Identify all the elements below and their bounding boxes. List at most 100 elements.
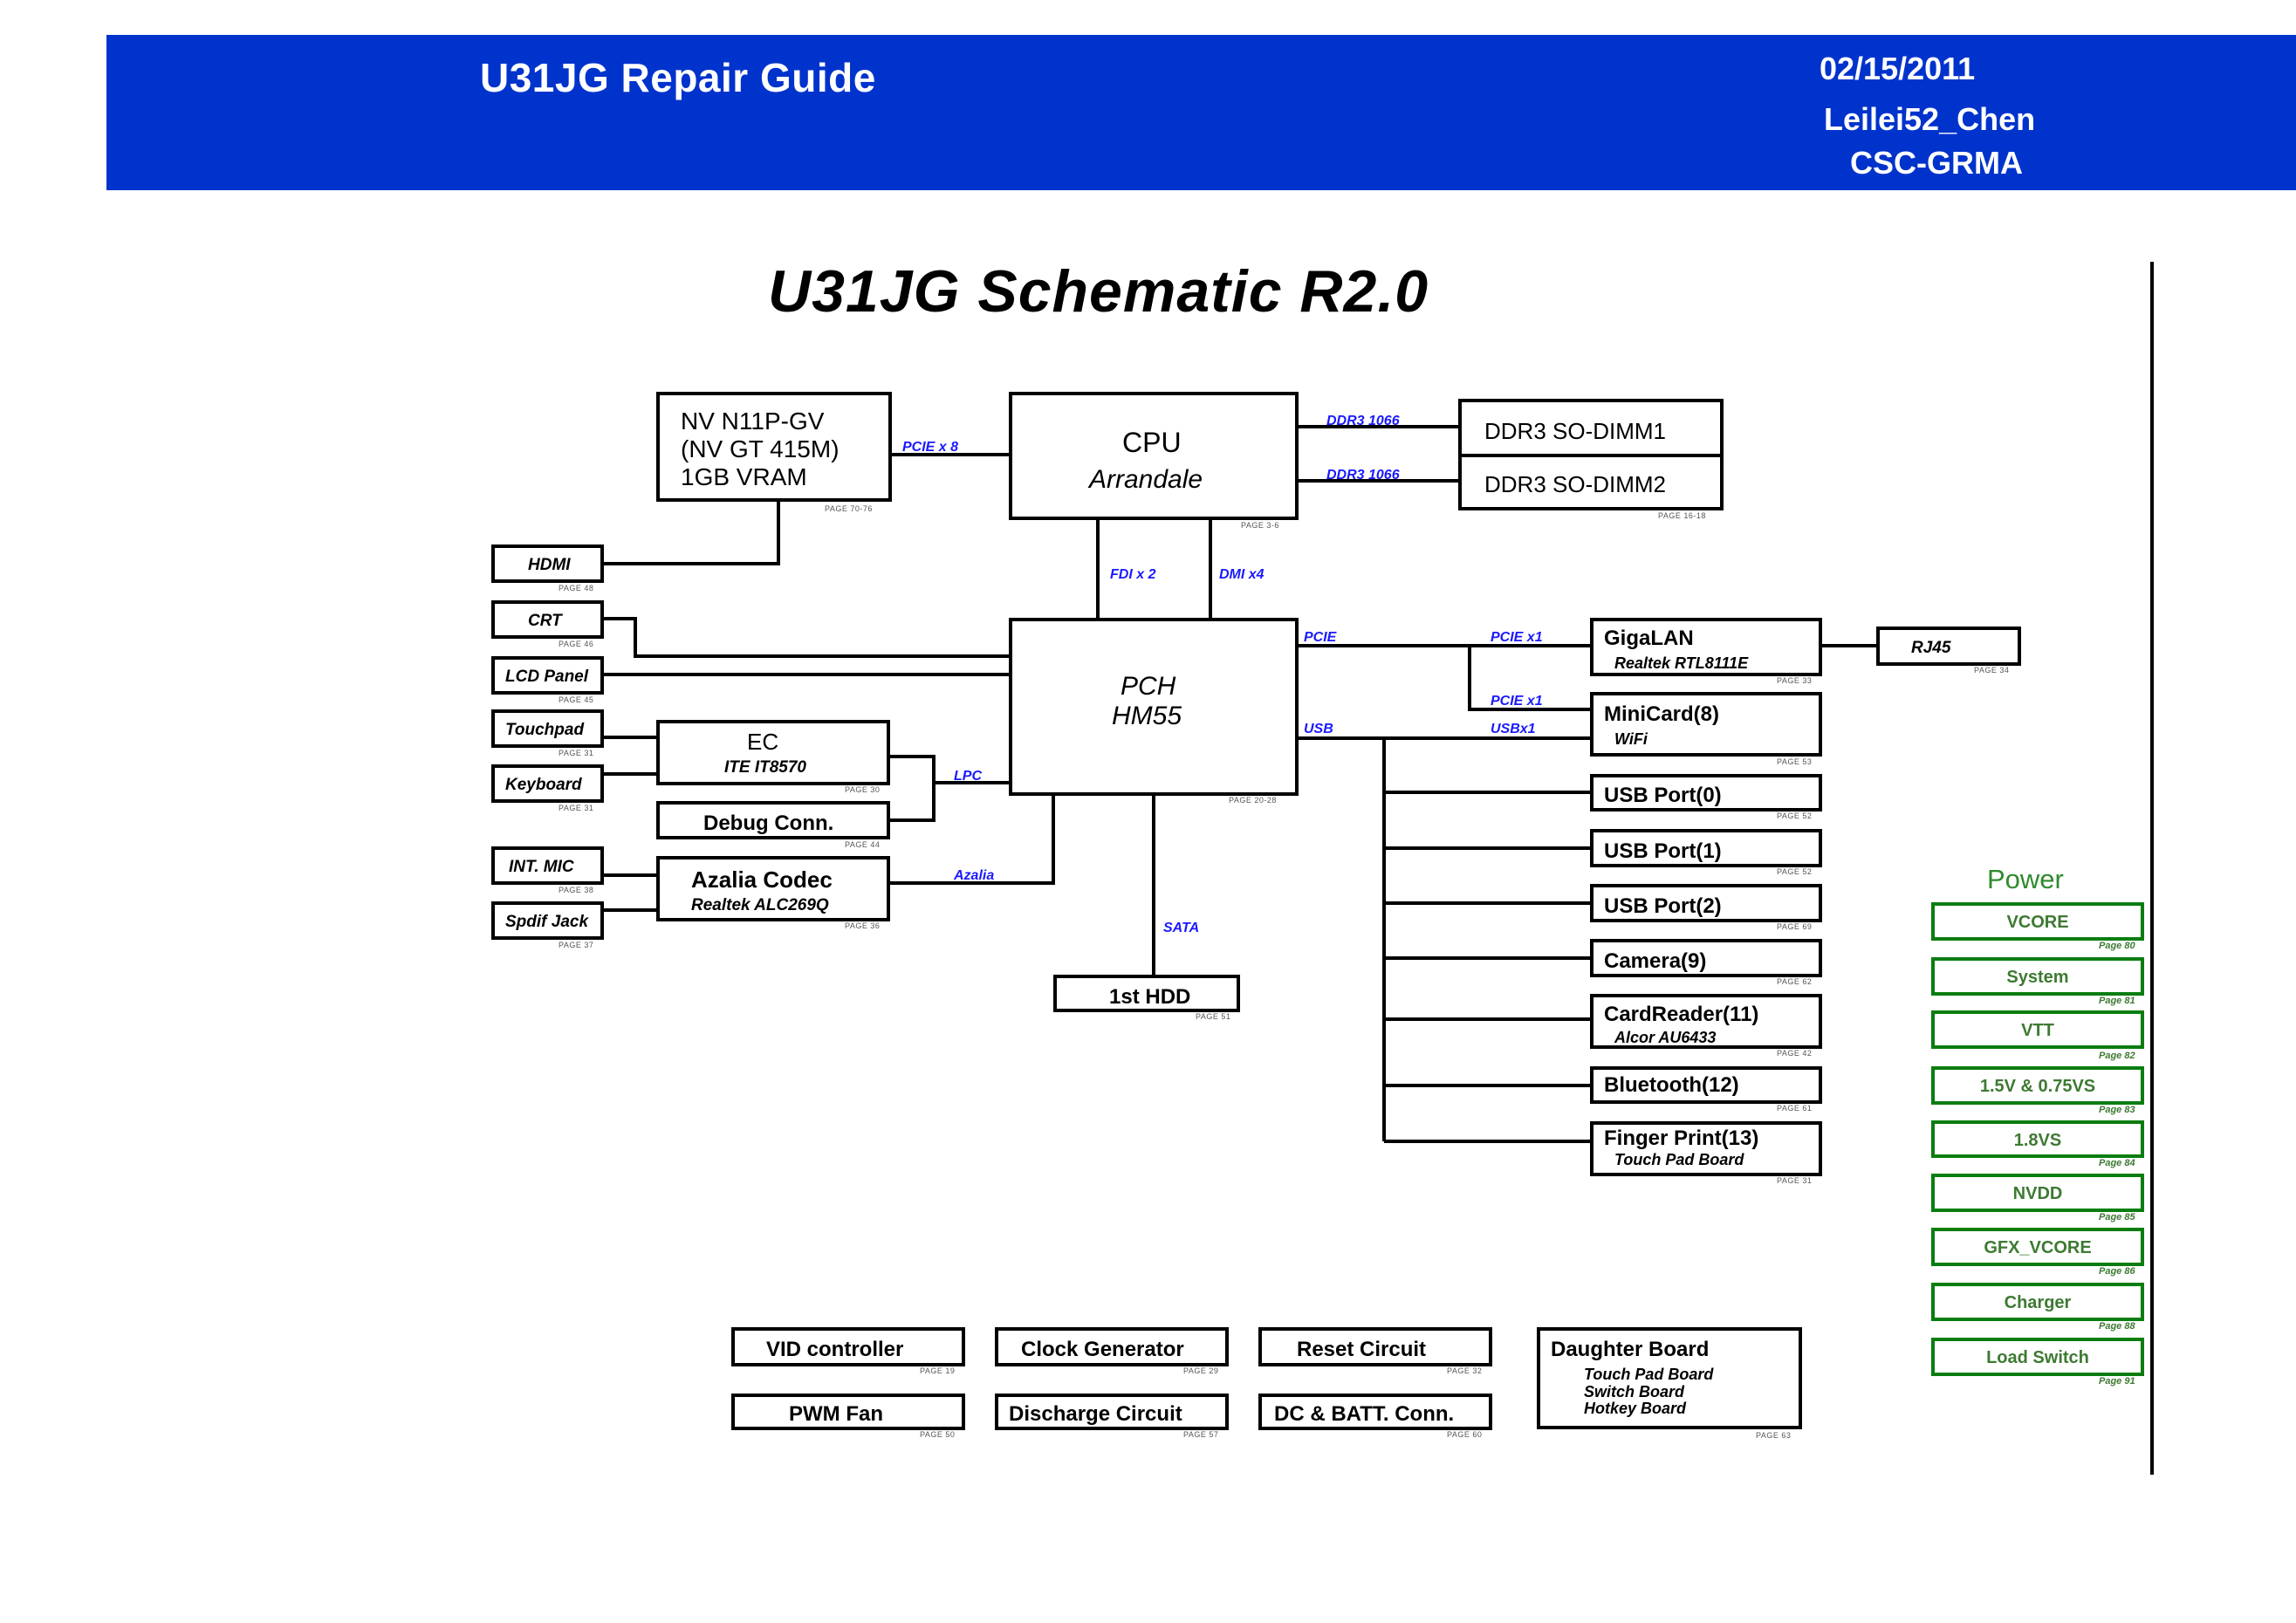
hdd-block[interactable]: 1st HDD (1053, 975, 1240, 1012)
daughter-item: Switch Board (1584, 1383, 1685, 1400)
touchpad-block[interactable]: Touchpad (491, 709, 604, 748)
debug-conn-block[interactable]: Debug Conn. (656, 801, 890, 839)
misc-label: Clock Generator (1021, 1338, 1184, 1361)
bus-ddr3-1: DDR3 1066 (1326, 414, 1400, 428)
gpu-page: PAGE 70-76 (825, 504, 873, 513)
power-item-page: Page 88 (2099, 1321, 2135, 1332)
usb-port-1-block[interactable]: USB Port(1) (1590, 829, 1822, 867)
power-item[interactable]: Load Switch (1931, 1338, 2144, 1376)
misc-block[interactable]: Reset Circuit (1258, 1327, 1492, 1366)
misc-label: PWM Fan (789, 1402, 883, 1426)
int-mic-block[interactable]: INT. MIC (491, 846, 604, 885)
fingerprint-block[interactable]: Finger Print(13) Touch Pad Board (1590, 1121, 1822, 1176)
misc-label: Reset Circuit (1297, 1338, 1427, 1361)
minicard-page: PAGE 53 (1777, 757, 1813, 766)
rj45-block[interactable]: RJ45 (1876, 627, 2021, 666)
dimm2-block[interactable]: DDR3 SO-DIMM2 (1458, 454, 1724, 510)
rj45-label: RJ45 (1911, 639, 1951, 657)
ec-block[interactable]: EC ITE IT8570 (656, 720, 890, 785)
misc-page: PAGE 29 (1183, 1366, 1219, 1375)
codec-page: PAGE 36 (845, 921, 881, 930)
wire-crt (602, 617, 1011, 658)
cpu-label: CPU (1122, 427, 1182, 458)
gigalan-block[interactable]: GigaLAN Realtek RTL8111E (1590, 618, 1822, 676)
codec-label: Azalia Codec (691, 866, 833, 893)
crt-block[interactable]: CRT (491, 600, 604, 639)
minicard-block[interactable]: MiniCard(8) WiFi (1590, 692, 1822, 757)
daughter-item: Hotkey Board (1584, 1400, 1687, 1417)
bus-pcie: PCIE (1304, 630, 1337, 645)
lcd-page: PAGE 45 (559, 695, 594, 704)
bluetooth-block[interactable]: Bluetooth(12) (1590, 1066, 1822, 1104)
misc-label: VID controller (766, 1338, 904, 1361)
power-item-page: Page 91 (2099, 1376, 2135, 1387)
daughter-board-block[interactable]: Daughter Board Touch Pad Board Switch Bo… (1537, 1327, 1802, 1429)
power-item-label: NVDD (2012, 1184, 2063, 1203)
dimm2-label: DDR3 SO-DIMM2 (1484, 471, 1667, 497)
lcd-label: LCD Panel (505, 668, 589, 686)
misc-block[interactable]: PWM Fan (731, 1394, 965, 1430)
fingerprint-page: PAGE 31 (1777, 1176, 1813, 1185)
cardreader-label: CardReader(11) (1604, 1003, 1759, 1026)
lcd-panel-block[interactable]: LCD Panel (491, 656, 604, 695)
daughter-title: Daughter Board (1551, 1338, 1710, 1361)
gpu-name: NV N11P-GV (681, 407, 825, 435)
dimm-page: PAGE 16-18 (1658, 511, 1706, 520)
cpu-block[interactable]: CPU Arrandale (1009, 392, 1299, 520)
power-item-page: Page 83 (2099, 1105, 2135, 1115)
power-item-page: Page 85 (2099, 1212, 2135, 1222)
usb1-page: PAGE 52 (1777, 867, 1813, 876)
schematic-title: U31JG Schematic R2.0 (768, 258, 1429, 325)
bus-dmi: DMI x4 (1219, 567, 1265, 582)
power-item[interactable]: VCORE (1931, 902, 2144, 941)
misc-block[interactable]: Discharge Circuit (995, 1394, 1229, 1430)
dimm1-label: DDR3 SO-DIMM1 (1484, 418, 1667, 444)
power-item[interactable]: GFX_VCORE (1931, 1228, 2144, 1266)
bluetooth-page: PAGE 61 (1777, 1104, 1813, 1113)
gpu-block[interactable]: NV N11P-GV (NV GT 415M) 1GB VRAM (656, 392, 892, 502)
cpu-codename: Arrandale (1089, 465, 1203, 494)
dimm1-block[interactable]: DDR3 SO-DIMM1 (1458, 399, 1724, 457)
power-item-page: Page 81 (2099, 996, 2135, 1006)
usb-port-0-block[interactable]: USB Port(0) (1590, 774, 1822, 812)
power-item[interactable]: VTT (1931, 1010, 2144, 1049)
bluetooth-label: Bluetooth(12) (1604, 1073, 1739, 1097)
crt-label: CRT (528, 612, 562, 630)
wire-pcie-minicard (1468, 646, 1593, 711)
header-date: 02/15/2011 (1820, 51, 1976, 86)
spdif-block[interactable]: Spdif Jack (491, 901, 604, 940)
misc-block[interactable]: Clock Generator (995, 1327, 1229, 1366)
codec-block[interactable]: Azalia Codec Realtek ALC269Q (656, 856, 890, 921)
bus-pcie-x1-lan: PCIE x1 (1491, 630, 1543, 645)
hdmi-block[interactable]: HDMI (491, 544, 604, 583)
guide-title: U31JG Repair Guide (480, 55, 876, 100)
misc-block[interactable]: VID controller (731, 1327, 965, 1366)
power-item-label: System (2006, 968, 2069, 987)
power-title: Power (1987, 864, 2064, 894)
power-item[interactable]: System (1931, 957, 2144, 996)
misc-page: PAGE 32 (1447, 1366, 1483, 1375)
pch-page: PAGE 20-28 (1229, 796, 1277, 805)
gpu-vram: 1GB VRAM (681, 463, 807, 490)
usb1-label: USB Port(1) (1604, 839, 1722, 863)
power-item[interactable]: Charger (1931, 1283, 2144, 1321)
power-item[interactable]: NVDD (1931, 1174, 2144, 1212)
pch-model: HM55 (1112, 702, 1182, 730)
misc-block[interactable]: DC & BATT. Conn. (1258, 1394, 1492, 1430)
bus-usbx1: USBx1 (1491, 722, 1536, 736)
cpu-page: PAGE 3-6 (1241, 521, 1279, 530)
usb2-label: USB Port(2) (1604, 894, 1722, 918)
power-item[interactable]: 1.5V & 0.75VS (1931, 1066, 2144, 1105)
cardreader-block[interactable]: CardReader(11) Alcor AU6433 (1590, 994, 1822, 1049)
misc-page: PAGE 60 (1447, 1430, 1483, 1439)
gigalan-page: PAGE 33 (1777, 676, 1813, 685)
rj45-page: PAGE 34 (1974, 666, 2010, 675)
camera-block[interactable]: Camera(9) (1590, 939, 1822, 977)
usb-port-2-block[interactable]: USB Port(2) (1590, 884, 1822, 922)
power-item[interactable]: 1.8VS (1931, 1120, 2144, 1158)
power-item-label: 1.5V & 0.75VS (1979, 1077, 2096, 1096)
misc-label: Discharge Circuit (1009, 1402, 1182, 1426)
keyboard-block[interactable]: Keyboard (491, 764, 604, 803)
pch-block[interactable]: PCH HM55 (1009, 618, 1299, 796)
